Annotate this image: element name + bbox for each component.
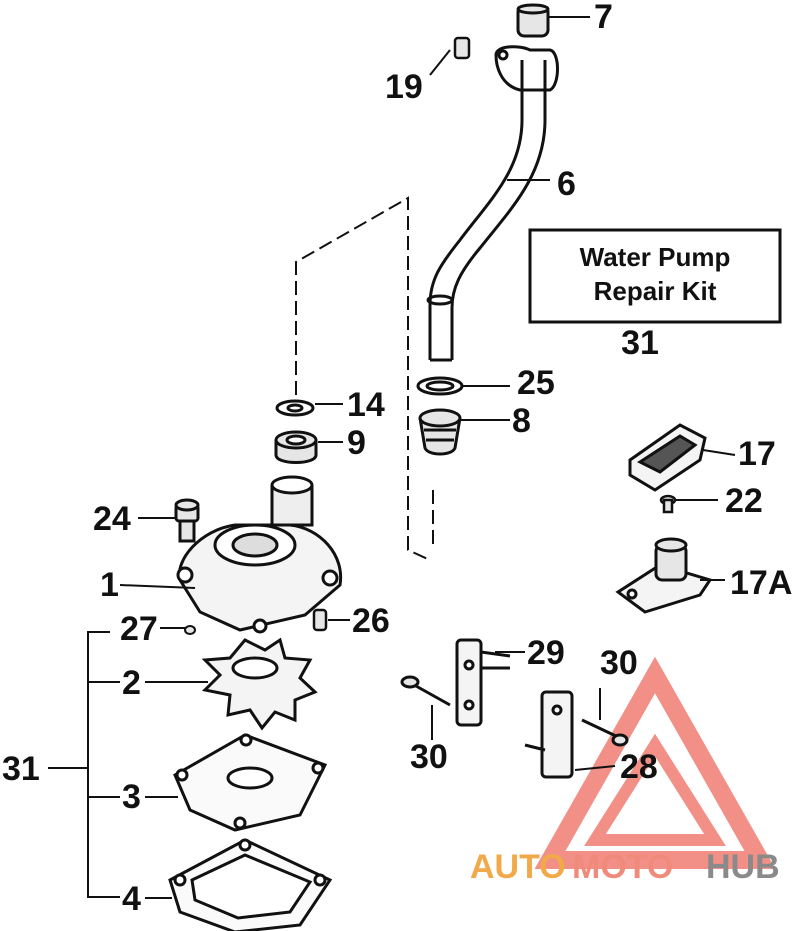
link-part-28 <box>524 690 574 779</box>
seal-part-9 <box>274 430 318 464</box>
plate-part-3 <box>173 733 328 832</box>
callout-29: 29 <box>527 634 565 672</box>
screw-part-30-right <box>581 718 629 747</box>
bolt-part-24 <box>174 498 200 543</box>
pin-part-27 <box>184 625 196 635</box>
washer-part-14 <box>275 399 315 417</box>
callout-1: 1 <box>100 566 119 604</box>
callout-31: 31 <box>2 750 40 788</box>
callout-14: 14 <box>347 386 385 424</box>
watermark-auto: AUTO <box>470 848 566 886</box>
plate-part-17 <box>628 423 707 492</box>
callout-2: 2 <box>122 664 141 702</box>
watermark-hub: HUB <box>706 848 780 886</box>
callout-6: 6 <box>557 165 576 203</box>
callout-25: 25 <box>517 364 555 402</box>
callout-labels: 7 19 6 14 9 25 8 17 22 17A 24 1 26 27 2 … <box>2 0 792 918</box>
dowel-part-26 <box>312 608 328 632</box>
callout-4: 4 <box>122 880 141 918</box>
kit-box-number: 31 <box>621 324 659 362</box>
watermark-moto: MOTO <box>572 848 673 886</box>
callout-7: 7 <box>594 0 613 36</box>
callout-30-right: 30 <box>600 644 638 682</box>
screw-part-30-left <box>400 675 451 707</box>
callout-9: 9 <box>347 424 366 462</box>
callout-30-left: 30 <box>410 738 448 776</box>
screw-part-22 <box>659 494 677 514</box>
grommet-part-8 <box>418 408 462 456</box>
pump-housing-part-1 <box>176 475 343 634</box>
callout-19: 19 <box>385 68 423 106</box>
pin-part-19 <box>453 36 471 60</box>
callout-3: 3 <box>122 778 141 816</box>
gasket-part-4 <box>168 838 333 931</box>
grommet-part-7 <box>516 3 550 38</box>
assembly-dash-line <box>295 196 434 561</box>
oring-part-25 <box>416 376 464 396</box>
repair-kit-box: Water Pump Repair Kit 31 <box>528 228 782 362</box>
callout-8: 8 <box>512 402 531 440</box>
bracket-part-29 <box>455 638 511 727</box>
kit-box-line1: Water Pump <box>580 242 731 272</box>
callout-28: 28 <box>620 748 658 786</box>
callout-17: 17 <box>738 435 776 473</box>
callout-26: 26 <box>352 602 390 640</box>
callout-22: 22 <box>725 482 763 520</box>
kit-box-line2: Repair Kit <box>594 276 717 306</box>
watermark-text: AUTO MOTO HUB <box>470 848 780 886</box>
callout-27: 27 <box>120 610 158 648</box>
leader-lines <box>48 16 736 899</box>
callout-17A: 17A <box>730 564 792 602</box>
water-tube-part-6 <box>426 45 559 362</box>
impeller-part-2 <box>201 637 318 731</box>
housing-part-17A <box>615 537 713 614</box>
callout-24: 24 <box>93 500 131 538</box>
